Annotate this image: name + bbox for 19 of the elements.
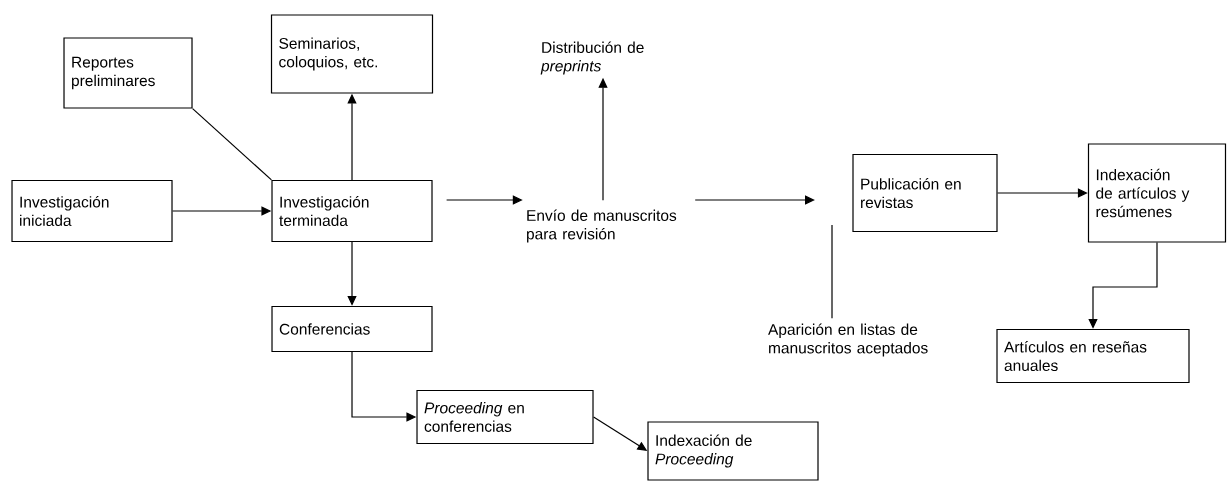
connector-line (192, 108, 272, 181)
process-box: Indexación de Proceeding (647, 421, 819, 481)
arrow (694, 195, 815, 205)
text-label: Envío de manuscritos para revisión (527, 209, 677, 243)
arrow (997, 188, 1088, 198)
process-box: Publicación en revistas (852, 153, 998, 233)
process-box: Seminarios, coloquios, etc. (270, 14, 434, 94)
process-box: Conferencias (271, 305, 433, 353)
process-box: Investigación iniciada (11, 179, 173, 243)
arrow (347, 241, 357, 306)
arrow (1088, 242, 1158, 329)
process-box: Indexación de artículos y resúmenes (1087, 143, 1227, 243)
text-label: Aparición en listas de manuscritos aceptados (768, 323, 928, 357)
process-box: Investigación terminada (271, 179, 433, 243)
leader-line (831, 224, 833, 319)
process-box: Proceeding en conferencias (416, 389, 594, 445)
process-box: Reportes preliminares (63, 37, 193, 109)
text-label: Distribución de preprints (540, 41, 644, 75)
process-box: Artículos en reseñas anuales (996, 328, 1190, 384)
